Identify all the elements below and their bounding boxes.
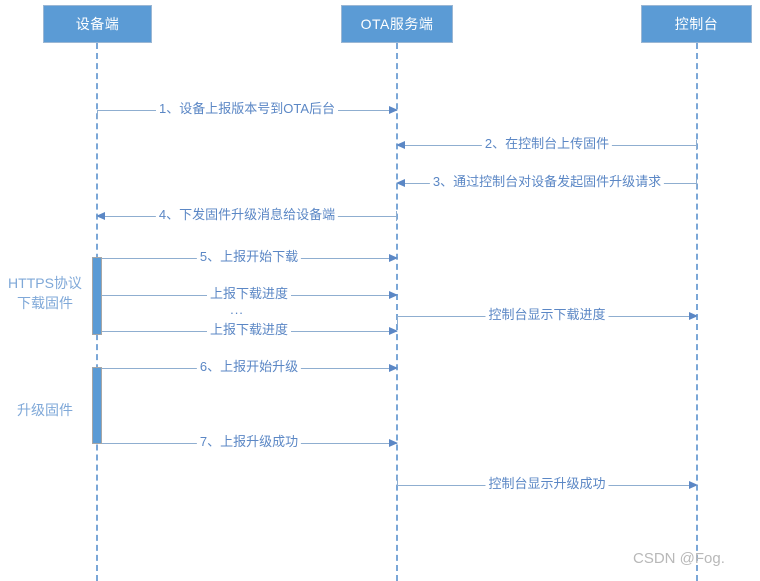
group-label-https-download-line2: 下载固件 [17, 295, 73, 311]
message-download-progress-2[interactable]: 上报下载进度 [101, 320, 398, 340]
message-1[interactable]: 1、设备上报版本号到OTA后台 [97, 99, 398, 119]
actor-ota[interactable]: OTA服务端 [341, 5, 453, 43]
message-4[interactable]: 4、下发固件升级消息给设备端 [96, 205, 397, 225]
message-1-start-cap [97, 110, 98, 119]
message-console-upgrade-success-label: 控制台显示升级成功 [485, 474, 609, 494]
group-label-https-download-line1: HTTPS协议 [8, 275, 82, 291]
message-2-start-cap [696, 140, 697, 150]
message-2-label: 2、在控制台上传固件 [481, 134, 613, 154]
message-console-upgrade-success-arrowhead-icon [689, 481, 698, 489]
message-download-progress-1-label: 上报下载进度 [206, 284, 292, 304]
message-download-progress-2-label: 上报下载进度 [206, 320, 292, 340]
message-3-start-cap [696, 178, 697, 188]
progress-ellipsis: ... [230, 302, 244, 317]
message-console-download-progress[interactable]: 控制台显示下载进度 [397, 305, 698, 325]
message-4-label: 4、下发固件升级消息给设备端 [155, 205, 339, 225]
group-label-firmware-upgrade: 升级固件 [0, 400, 90, 420]
message-6-label: 6、上报开始升级 [196, 357, 302, 377]
message-1-arrowhead-icon [389, 106, 398, 114]
actor-console[interactable]: 控制台 [641, 5, 752, 43]
lifeline-ota [396, 43, 398, 581]
message-download-progress-2-arrowhead-icon [389, 327, 398, 335]
message-download-progress-1[interactable]: 上报下载进度 [101, 284, 398, 304]
watermark: CSDN @Fog. [633, 550, 725, 567]
message-5-label: 5、上报开始下载 [196, 247, 302, 267]
message-6[interactable]: 6、上报开始升级 [101, 357, 398, 377]
message-7-label: 7、上报升级成功 [196, 432, 302, 452]
upgrade-activation-bar[interactable] [92, 367, 102, 444]
group-label-https-download: HTTPS协议 下载固件 [0, 273, 90, 313]
message-1-label: 1、设备上报版本号到OTA后台 [156, 99, 338, 119]
message-3-label: 3、通过控制台对设备发起固件升级请求 [429, 172, 665, 192]
message-7-arrowhead-icon [389, 439, 398, 447]
message-console-download-progress-start-cap [397, 316, 398, 325]
message-5-arrowhead-icon [389, 254, 398, 262]
message-console-upgrade-success-start-cap [397, 476, 398, 485]
actor-console-label: 控制台 [674, 16, 719, 32]
message-5[interactable]: 5、上报开始下载 [101, 247, 398, 267]
message-console-download-progress-arrowhead-icon [689, 312, 698, 320]
message-4-arrowhead-icon [96, 212, 105, 220]
message-3-arrowhead-icon [396, 179, 405, 187]
message-6-arrowhead-icon [389, 364, 398, 372]
download-activation-bar[interactable] [92, 257, 102, 335]
message-4-start-cap [396, 211, 397, 221]
actor-ota-label: OTA服务端 [360, 16, 434, 32]
group-label-firmware-upgrade-line1: 升级固件 [17, 402, 73, 418]
message-2[interactable]: 2、在控制台上传固件 [396, 134, 697, 154]
message-3[interactable]: 3、通过控制台对设备发起固件升级请求 [396, 172, 697, 192]
message-console-upgrade-success[interactable]: 控制台显示升级成功 [397, 474, 698, 494]
message-console-download-progress-label: 控制台显示下载进度 [485, 305, 609, 325]
message-download-progress-1-arrowhead-icon [389, 291, 398, 299]
actor-device[interactable]: 设备端 [43, 5, 152, 43]
message-7[interactable]: 7、上报升级成功 [101, 432, 398, 452]
message-2-arrowhead-icon [396, 141, 405, 149]
actor-device-label: 设备端 [75, 16, 120, 32]
